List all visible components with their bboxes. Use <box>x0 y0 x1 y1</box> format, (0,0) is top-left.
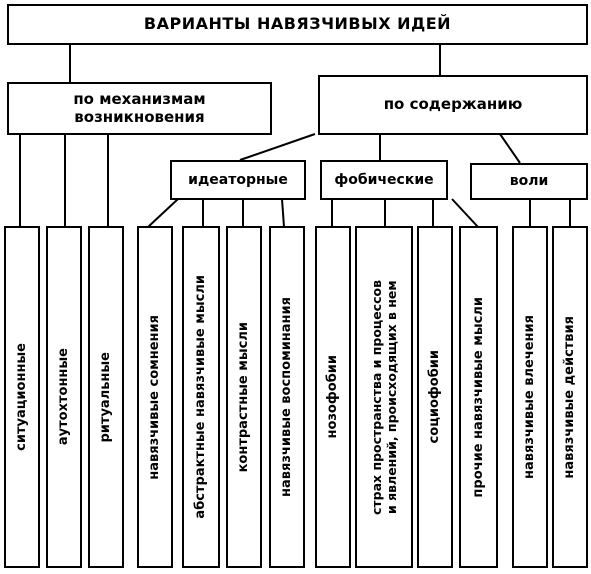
subgroup-ideational-label: идеаторные <box>188 171 288 188</box>
group-mechanism-box: по механизмам возникновения <box>7 82 272 135</box>
leaf-sociophobia: социофобии <box>417 226 453 568</box>
leaf-situational: ситуационные <box>4 226 40 568</box>
group-content-label: по содержанию <box>383 95 523 114</box>
leaf-contrast-thoughts: контрастные мысли <box>226 226 262 568</box>
leaf-abstract-thoughts: абстрактные навязчивые мысли <box>182 226 220 568</box>
subgroup-will-box: воли <box>470 163 588 200</box>
leaf-obsessive-drives: навязчивые влечения <box>512 226 548 568</box>
subgroup-ideational-box: идеаторные <box>170 160 306 200</box>
connector-ideational-memories <box>281 198 285 228</box>
leaf-obsessive-doubts: навязчивые сомнения <box>137 226 173 568</box>
leaf-contrast-thoughts-label: контрастные мысли <box>236 321 252 473</box>
leaf-space-fear: страх пространства и процессов и явлений… <box>355 226 413 568</box>
leaf-ritual-label: ритуальные <box>98 351 114 443</box>
leaf-obsessive-memories: навязчивые воспоминания <box>269 226 305 568</box>
leaf-obsessive-actions: навязчивые действия <box>552 226 588 568</box>
connector-content-will <box>499 133 521 164</box>
subgroup-phobic-label: фобические <box>334 171 434 188</box>
connector-phobic-other <box>451 198 479 228</box>
connector-ideational-doubts <box>147 198 179 228</box>
leaf-other-thoughts: прочие навязчивые мысли <box>459 226 498 568</box>
leaf-nosophobia-label: нозофобии <box>325 355 341 439</box>
leaf-abstract-thoughts-label: абстрактные навязчивые мысли <box>193 275 209 519</box>
leaf-sociophobia-label: социофобии <box>427 350 443 444</box>
leaf-autochthonous: аутохтонные <box>46 226 82 568</box>
leaf-obsessive-actions-label: навязчивые действия <box>562 315 578 479</box>
title-box: ВАРИАНТЫ НАВЯЗЧИВЫХ ИДЕЙ <box>7 4 588 45</box>
leaf-obsessive-doubts-label: навязчивые сомнения <box>147 314 163 480</box>
leaf-space-fear-label: страх пространства и процессов и явлений… <box>369 279 399 515</box>
leaf-situational-label: ситуационные <box>14 343 30 451</box>
leaf-other-thoughts-label: прочие навязчивые мысли <box>470 296 486 498</box>
subgroup-phobic-box: фобические <box>320 160 448 200</box>
leaf-obsessive-memories-label: навязчивые воспоминания <box>279 297 295 497</box>
leaf-obsessive-drives-label: навязчивые влечения <box>522 315 538 479</box>
group-mechanism-label: по механизмам возникновения <box>73 90 206 126</box>
connector-content-ideational <box>239 133 316 161</box>
group-content-box: по содержанию <box>318 75 588 135</box>
subgroup-will-label: воли <box>509 173 549 190</box>
leaf-ritual: ритуальные <box>88 226 124 568</box>
title-text: ВАРИАНТЫ НАВЯЗЧИВЫХ ИДЕЙ <box>143 14 452 34</box>
leaf-nosophobia: нозофобии <box>315 226 351 568</box>
leaf-autochthonous-label: аутохтонные <box>56 348 72 446</box>
